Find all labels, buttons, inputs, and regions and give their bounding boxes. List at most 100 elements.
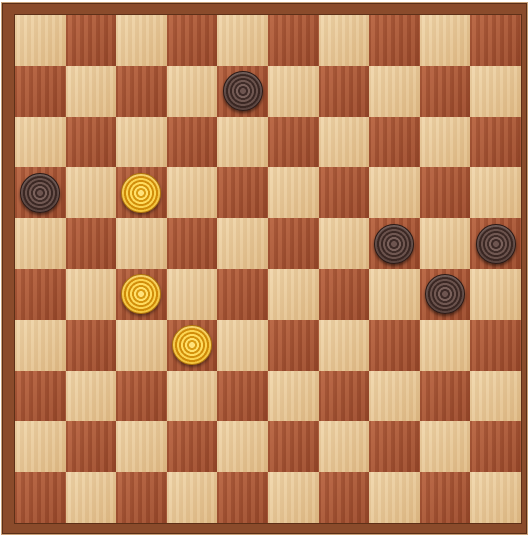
- board-square-light[interactable]: [217, 421, 268, 472]
- board-square-dark[interactable]: [470, 421, 521, 472]
- board-square-light[interactable]: [66, 472, 117, 523]
- board-square-light[interactable]: [167, 66, 218, 117]
- board-square-light[interactable]: [167, 167, 218, 218]
- board-square-light[interactable]: [319, 320, 370, 371]
- board-square-light[interactable]: [319, 218, 370, 269]
- board-square-light[interactable]: [15, 320, 66, 371]
- board-square-dark[interactable]: [217, 66, 268, 117]
- board-square-dark[interactable]: [470, 320, 521, 371]
- board-square-dark[interactable]: [66, 421, 117, 472]
- board-square-dark[interactable]: [116, 371, 167, 422]
- board-square-light[interactable]: [319, 421, 370, 472]
- board-square-light[interactable]: [167, 472, 218, 523]
- board-square-light[interactable]: [66, 66, 117, 117]
- board-square-light[interactable]: [420, 117, 471, 168]
- board-square-dark[interactable]: [319, 66, 370, 117]
- board-square-dark[interactable]: [268, 320, 319, 371]
- board-square-dark[interactable]: [369, 218, 420, 269]
- board-square-dark[interactable]: [66, 117, 117, 168]
- board-square-light[interactable]: [15, 218, 66, 269]
- board-square-dark[interactable]: [116, 269, 167, 320]
- board-square-light[interactable]: [15, 421, 66, 472]
- board-square-light[interactable]: [369, 269, 420, 320]
- board-square-dark[interactable]: [167, 421, 218, 472]
- board-square-light[interactable]: [319, 15, 370, 66]
- board-square-dark[interactable]: [319, 472, 370, 523]
- board-square-dark[interactable]: [217, 269, 268, 320]
- dark-checker-piece[interactable]: [20, 173, 60, 213]
- board-square-light[interactable]: [217, 218, 268, 269]
- board-square-light[interactable]: [66, 167, 117, 218]
- board-square-dark[interactable]: [15, 269, 66, 320]
- board-square-dark[interactable]: [369, 421, 420, 472]
- board-square-dark[interactable]: [369, 117, 420, 168]
- board-square-dark[interactable]: [420, 167, 471, 218]
- board-square-light[interactable]: [15, 15, 66, 66]
- board-square-dark[interactable]: [167, 117, 218, 168]
- board-square-light[interactable]: [268, 66, 319, 117]
- board-square-light[interactable]: [420, 421, 471, 472]
- dark-checker-piece[interactable]: [476, 224, 516, 264]
- board-square-light[interactable]: [420, 320, 471, 371]
- board-square-light[interactable]: [66, 269, 117, 320]
- light-checker-piece[interactable]: [121, 173, 161, 213]
- board-square-dark[interactable]: [15, 167, 66, 218]
- board-square-light[interactable]: [470, 371, 521, 422]
- board-square-dark[interactable]: [268, 421, 319, 472]
- board-square-light[interactable]: [116, 320, 167, 371]
- board-square-light[interactable]: [66, 371, 117, 422]
- board-square-light[interactable]: [319, 117, 370, 168]
- board-square-dark[interactable]: [217, 472, 268, 523]
- board-square-dark[interactable]: [66, 15, 117, 66]
- board-square-light[interactable]: [15, 117, 66, 168]
- light-checker-piece[interactable]: [121, 274, 161, 314]
- board-square-dark[interactable]: [319, 167, 370, 218]
- dark-checker-piece[interactable]: [425, 274, 465, 314]
- board-square-dark[interactable]: [217, 371, 268, 422]
- board-square-dark[interactable]: [420, 371, 471, 422]
- light-checker-piece[interactable]: [172, 325, 212, 365]
- board-square-light[interactable]: [167, 269, 218, 320]
- board-square-light[interactable]: [268, 269, 319, 320]
- dark-checker-piece[interactable]: [374, 224, 414, 264]
- board-square-dark[interactable]: [167, 15, 218, 66]
- board-square-light[interactable]: [268, 472, 319, 523]
- board-square-light[interactable]: [369, 371, 420, 422]
- board-square-light[interactable]: [470, 66, 521, 117]
- board-square-light[interactable]: [369, 167, 420, 218]
- board-square-dark[interactable]: [420, 472, 471, 523]
- board-square-light[interactable]: [470, 167, 521, 218]
- board-square-dark[interactable]: [116, 167, 167, 218]
- board-square-light[interactable]: [167, 371, 218, 422]
- board-square-light[interactable]: [420, 15, 471, 66]
- board-square-dark[interactable]: [268, 218, 319, 269]
- board-square-dark[interactable]: [319, 371, 370, 422]
- board-square-light[interactable]: [217, 117, 268, 168]
- board-square-light[interactable]: [470, 472, 521, 523]
- board-square-dark[interactable]: [268, 117, 319, 168]
- board-square-dark[interactable]: [268, 15, 319, 66]
- checkers-board[interactable]: [14, 14, 522, 524]
- board-square-dark[interactable]: [470, 117, 521, 168]
- board-square-dark[interactable]: [66, 320, 117, 371]
- board-square-dark[interactable]: [15, 472, 66, 523]
- board-square-light[interactable]: [470, 269, 521, 320]
- board-square-light[interactable]: [369, 66, 420, 117]
- board-square-dark[interactable]: [369, 15, 420, 66]
- board-square-dark[interactable]: [217, 167, 268, 218]
- board-square-dark[interactable]: [167, 320, 218, 371]
- board-square-dark[interactable]: [470, 15, 521, 66]
- board-square-light[interactable]: [268, 371, 319, 422]
- board-square-dark[interactable]: [116, 66, 167, 117]
- board-square-dark[interactable]: [420, 66, 471, 117]
- board-square-dark[interactable]: [319, 269, 370, 320]
- board-square-dark[interactable]: [66, 218, 117, 269]
- board-square-dark[interactable]: [369, 320, 420, 371]
- board-square-dark[interactable]: [167, 218, 218, 269]
- board-square-light[interactable]: [268, 167, 319, 218]
- board-square-dark[interactable]: [470, 218, 521, 269]
- dark-checker-piece[interactable]: [223, 71, 263, 111]
- board-square-dark[interactable]: [116, 472, 167, 523]
- board-square-light[interactable]: [217, 320, 268, 371]
- board-square-light[interactable]: [420, 218, 471, 269]
